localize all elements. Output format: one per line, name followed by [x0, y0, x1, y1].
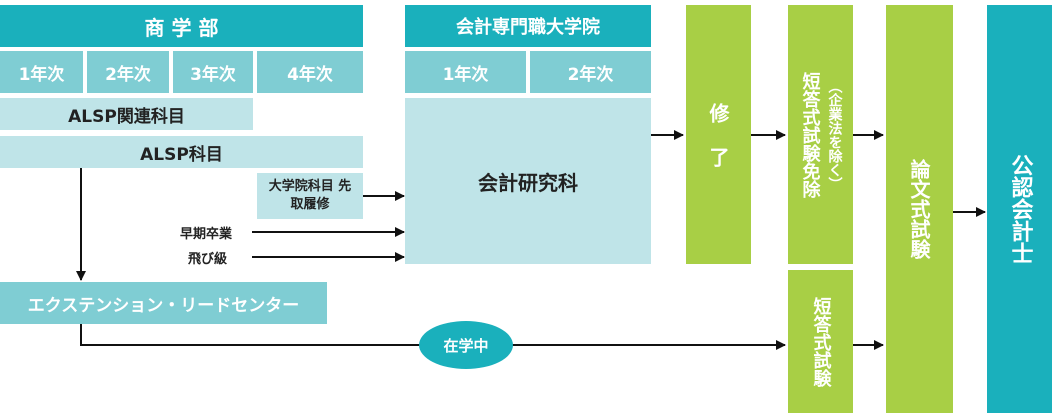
accounting-research-box: 会計研究科	[405, 98, 651, 264]
faculty-year-1: 1年次	[0, 51, 83, 93]
grad-school-title: 会計専門職大学院	[405, 5, 651, 47]
essay-exam-box: 論文式試験	[886, 5, 953, 413]
faculty-year-2: 2年次	[87, 51, 169, 93]
extension-lead-center: エクステンション・リードセンター	[0, 282, 327, 324]
early-graduation-label: 早期卒業	[180, 227, 233, 242]
faculty-title: 商 学 部	[0, 5, 363, 47]
exemption-note: （企業法を除く）	[826, 78, 843, 191]
exemption-box: 短答式試験免除 （企業法を除く）	[788, 5, 853, 264]
faculty-year-4: 4年次	[257, 51, 363, 93]
faculty-year-3: 3年次	[173, 51, 253, 93]
in-school-badge: 在学中	[419, 321, 513, 369]
completion-box: 修 了	[686, 5, 751, 264]
exemption-title: 短答式試験免除	[799, 71, 821, 198]
short-exam-box: 短答式試験	[788, 270, 853, 413]
skip-grade-label: 飛び級	[188, 252, 228, 267]
cpa-box: 公認会計士	[987, 5, 1052, 413]
alsp-subjects: ALSP科目	[0, 136, 363, 168]
arrow-extension-to-short	[80, 324, 786, 350]
grad-year-1: 1年次	[405, 51, 526, 93]
advance-credit-box: 大学院科目 先取履修	[257, 173, 363, 219]
alsp-related-subjects: ALSP関連科目	[0, 98, 253, 130]
grad-year-2: 2年次	[530, 51, 651, 93]
